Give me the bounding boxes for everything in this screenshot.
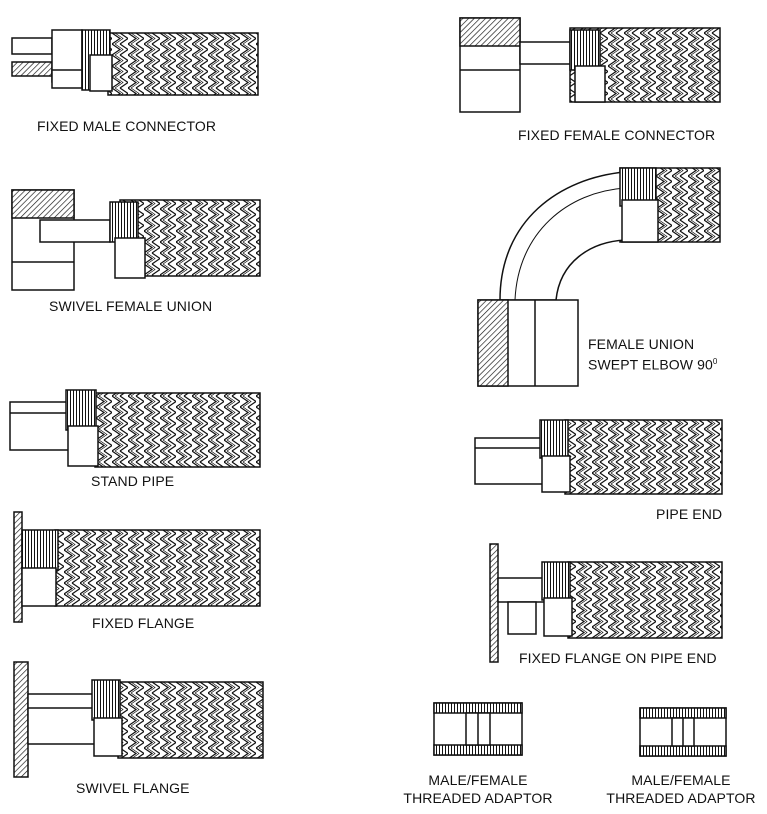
fitting-fixed-male-connector	[11, 29, 259, 96]
label-female-union-line2-text: SWEPT ELBOW 90	[588, 356, 713, 373]
label-fixed-male-connector: FIXED MALE CONNECTOR	[37, 118, 217, 134]
fitting-swivel-flange	[13, 661, 264, 778]
label-adaptor-a-line2: THREADED ADAPTOR	[403, 790, 553, 806]
degree-sign: 0	[712, 357, 718, 366]
label-pipe-end: PIPE END	[656, 506, 723, 522]
label-stand-pipe: STAND PIPE	[91, 473, 175, 489]
label-fixed-flange-on-pipe-end: FIXED FLANGE ON PIPE END	[519, 650, 717, 666]
fitting-fixed-flange-on-pipe-end	[489, 543, 723, 663]
fitting-female-union-swept-elbow-90	[477, 167, 721, 387]
label-swivel-female-union: SWIVEL FEMALE UNION	[49, 298, 213, 314]
fitting-fixed-flange	[13, 511, 261, 623]
fitting-pipe-end	[474, 419, 723, 495]
fitting-swivel-female-union	[11, 189, 261, 291]
label-swivel-flange: SWIVEL FLANGE	[76, 780, 190, 796]
label-female-union-line1: FEMALE UNION	[588, 336, 695, 352]
fitting-male-female-threaded-adaptor-b	[639, 707, 727, 757]
label-adaptor-b-line1: MALE/FEMALE	[631, 772, 731, 788]
label-adaptor-b-line2: THREADED ADAPTOR	[606, 790, 756, 806]
label-fixed-female-connector: FIXED FEMALE CONNECTOR	[518, 127, 716, 143]
label-adaptor-a-line1: MALE/FEMALE	[428, 772, 528, 788]
label-fixed-flange: FIXED FLANGE	[92, 615, 195, 631]
fitting-male-female-threaded-adaptor-a	[433, 702, 523, 756]
label-female-union-line2: SWEPT ELBOW 900	[588, 353, 717, 374]
fitting-fixed-female-connector	[459, 17, 721, 113]
fitting-stand-pipe	[9, 389, 261, 468]
